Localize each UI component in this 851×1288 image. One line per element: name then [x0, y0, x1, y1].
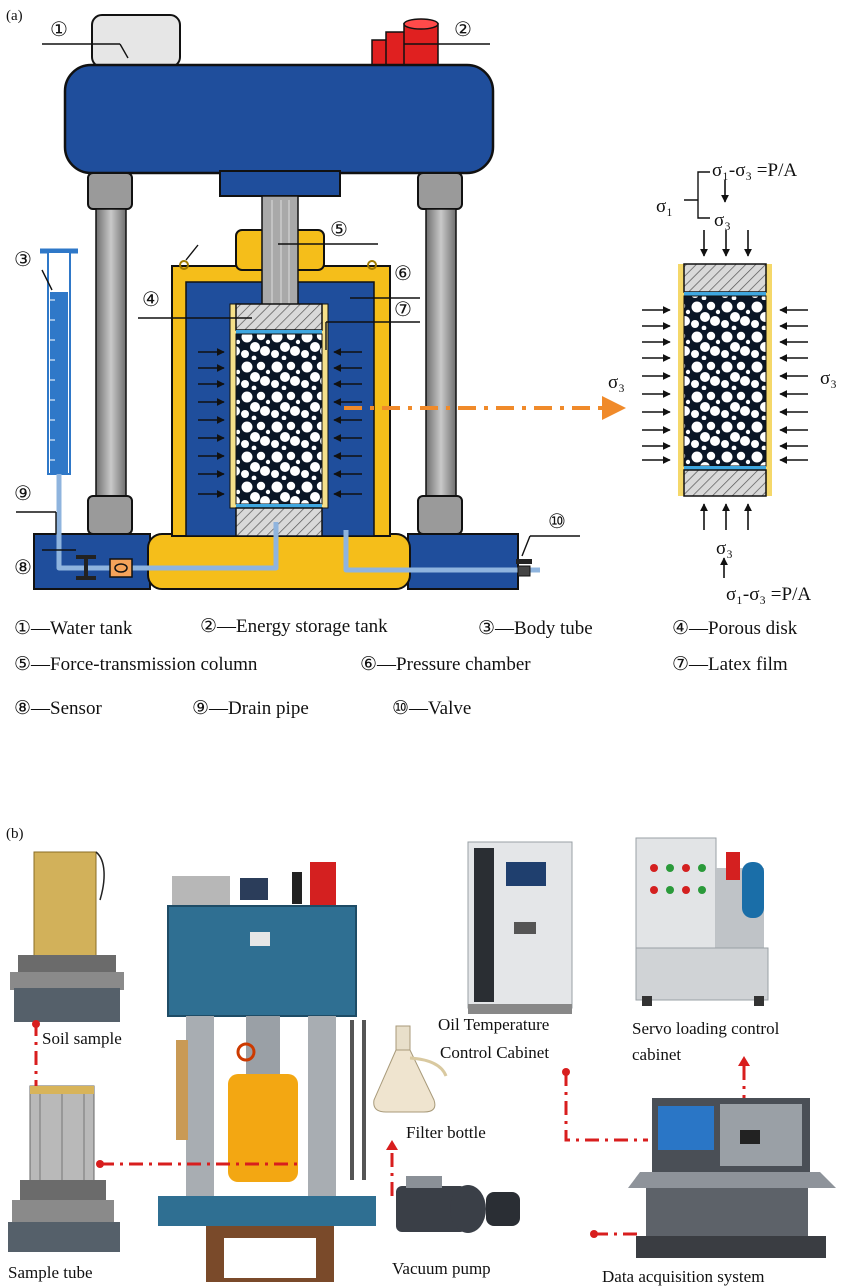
callout-2: ②	[454, 19, 472, 41]
right-column	[417, 172, 463, 535]
stress-sigma3-left: σ₃	[608, 372, 625, 393]
stress-sigma3-bottom: σ₃	[716, 538, 733, 559]
legend-item-7: ⑦—Latex film	[672, 654, 788, 675]
vacuum-pump-photo	[396, 1176, 520, 1233]
callout-4: ④	[142, 289, 160, 311]
callout-3: ③	[14, 249, 32, 271]
stress-state-diagram: σ₁-σ₃ =P/A σ₁ σ₃	[608, 160, 837, 605]
panel-label-a: (a)	[6, 8, 23, 24]
photo-label-data-acquisition: Data acquisition system	[602, 1267, 764, 1286]
triaxial-machine-photo	[158, 862, 376, 1282]
stress-eq-bottom: σ₁-σ₃ =P/A	[726, 584, 811, 605]
photo-label-soil-sample: Soil sample	[42, 1029, 122, 1048]
specimen-element	[683, 295, 767, 467]
legend-item-2: ②—Energy storage tank	[200, 616, 388, 637]
photo-label-oil-cabinet-2: Control Cabinet	[440, 1043, 549, 1062]
legend: ①—Water tank ②—Energy storage tank ③—Bod…	[14, 616, 798, 719]
photo-label-servo-1: Servo loading control	[632, 1019, 780, 1038]
stress-sigma3-top: σ₃	[714, 210, 731, 231]
legend-item-6: ⑥—Pressure chamber	[360, 654, 531, 675]
confining-arrows-left	[198, 348, 225, 498]
photo-label-oil-cabinet-1: Oil Temperature	[438, 1015, 549, 1034]
left-column	[87, 172, 133, 535]
soil-sample-photo	[10, 851, 124, 1022]
legend-item-4: ④—Porous disk	[672, 618, 798, 639]
legend-item-9: ⑨—Drain pipe	[192, 698, 309, 719]
stress-sigma3-right: σ₃	[820, 368, 837, 389]
photo-label-sample-tube: Sample tube	[8, 1263, 93, 1282]
legend-item-8: ⑧—Sensor	[14, 698, 102, 719]
legend-item-5: ⑤—Force-transmission column	[14, 654, 258, 675]
porous-disk-top	[235, 303, 323, 331]
water-tank-shape	[91, 14, 181, 68]
legend-item-1: ①—Water tank	[14, 618, 133, 639]
body-tube-shape	[40, 248, 78, 475]
callout-10: ⑩	[548, 511, 566, 533]
callout-7: ⑦	[394, 299, 412, 321]
connector-dots	[32, 1020, 750, 1238]
photo-label-vacuum-pump: Vacuum pump	[392, 1259, 491, 1278]
photo-label-servo-2: cabinet	[632, 1045, 681, 1064]
callout-6: ⑥	[394, 263, 412, 285]
sample-tube-photo	[8, 1085, 120, 1252]
valve-shape	[516, 559, 532, 577]
legend-item-10: ⑩—Valve	[392, 698, 471, 719]
callout-5: ⑤	[330, 219, 348, 241]
oil-cabinet-photo	[467, 841, 573, 1014]
legend-item-3: ③—Body tube	[478, 618, 593, 639]
base-center	[147, 533, 411, 590]
triaxial-apparatus-schematic: ① ② ③ ④ ⑤ ⑥ ⑦ ⑨ ⑧ ⑩	[14, 14, 626, 590]
sensor-shape	[76, 555, 133, 580]
porous-disk-bottom	[235, 507, 323, 537]
drain-pipe-shape	[56, 474, 540, 573]
servo-cabinet-photo	[635, 837, 769, 1006]
photo-label-filter-bottle: Filter bottle	[406, 1123, 486, 1142]
stress-eq-top: σ₁-σ₃ =P/A	[712, 160, 797, 181]
filter-bottle-photo	[373, 1025, 448, 1113]
force-column	[261, 195, 299, 307]
callout-9: ⑨	[14, 483, 32, 505]
callout-1: ①	[50, 19, 68, 41]
confining-arrows-right	[333, 348, 362, 498]
callout-leaders	[16, 43, 580, 557]
base-right	[407, 533, 519, 590]
callout-8: ⑧	[14, 557, 32, 579]
data-acquisition-photo	[628, 1098, 836, 1258]
connector-lines	[34, 1022, 746, 1236]
soil-specimen	[235, 333, 323, 505]
top-crossbeam	[63, 63, 495, 175]
panel-label-b: (b)	[6, 826, 24, 842]
stress-sigma1: σ₁	[656, 196, 673, 217]
